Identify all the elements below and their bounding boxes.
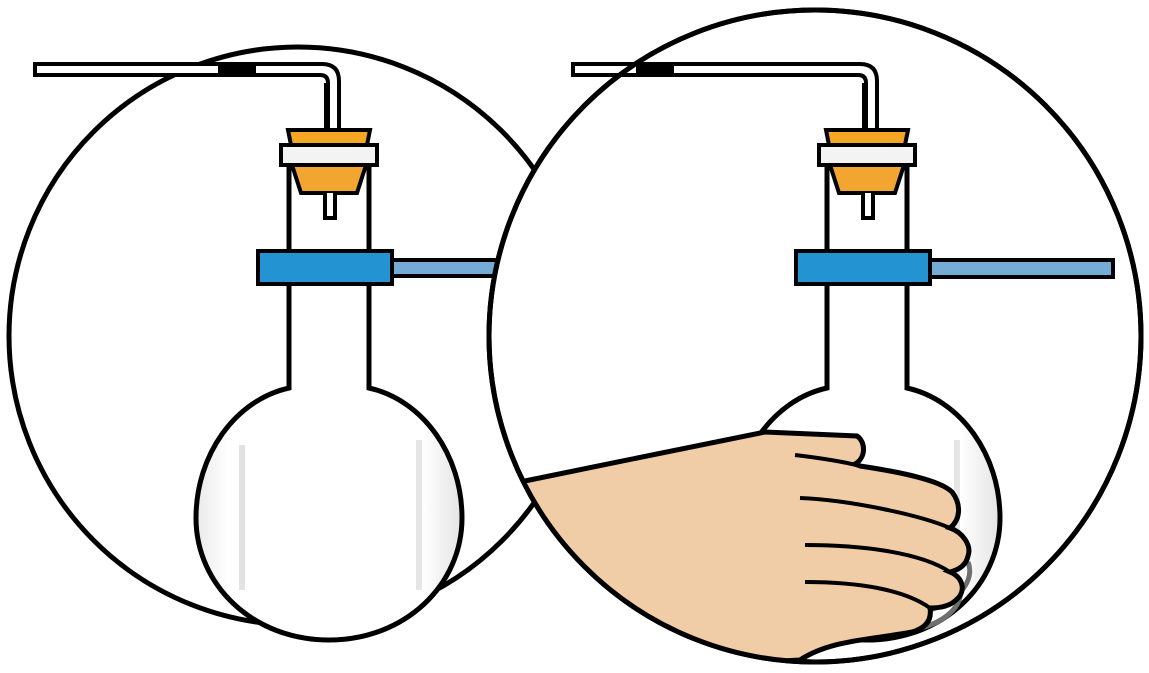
- clamp-icon-right: [794, 249, 932, 286]
- delivery-tube-icon-right: [571, 62, 879, 132]
- inner-tube-right: [861, 193, 875, 220]
- flask-icon: [193, 147, 465, 643]
- clamp-rod-right: [927, 258, 1115, 279]
- tube-joint-right: [636, 63, 674, 76]
- stopper-right: [817, 128, 917, 195]
- tube-joint-left: [218, 63, 256, 76]
- left-panel: [6, 44, 590, 643]
- delivery-tube-icon: [33, 62, 341, 132]
- right-panel: [486, 7, 1144, 665]
- inner-tube-left: [323, 193, 337, 220]
- flask-body-left: [193, 147, 465, 643]
- stopper-left: [279, 128, 379, 195]
- clamp-icon: [256, 249, 394, 286]
